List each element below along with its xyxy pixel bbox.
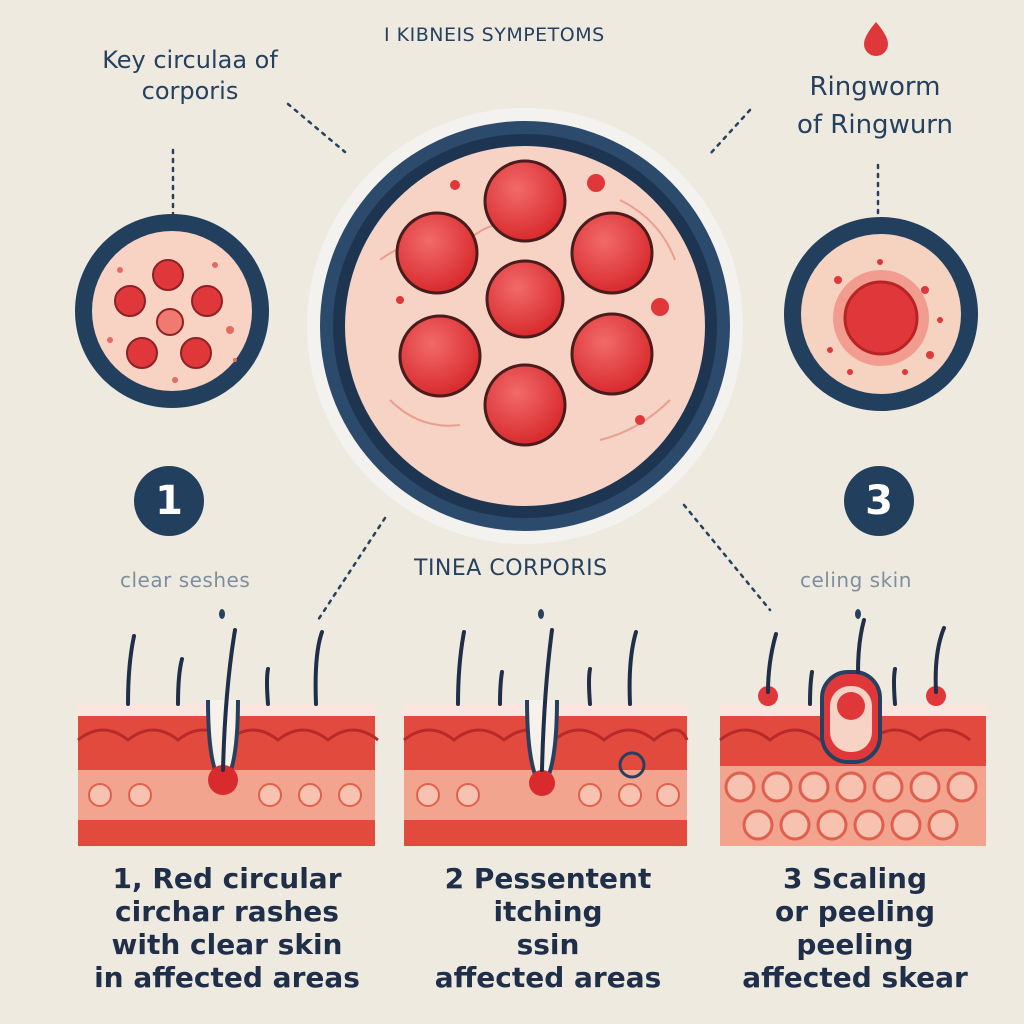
right-caption-line-2: of Ringwurn [796,110,954,140]
caption-line: itching [493,895,603,928]
skin-panel-2 [403,628,689,846]
right-lesion-circle [784,217,978,411]
caption-line: 2 Pessentent [444,862,652,895]
center-lesion-circle [307,108,743,544]
step-badge-1: 1 [134,466,204,536]
left-label: clear seshes [120,568,251,592]
skin-panel-3 [719,618,986,846]
caption-line: 3 Scaling [782,862,928,895]
caption-line: affected areas [434,961,662,994]
right-label: celing skin [800,568,912,592]
caption-line: 1, Red circular [112,862,342,895]
left-lesion-circle [75,214,269,408]
caption-line: affected skear [742,961,968,994]
symptom-caption-3: 3 Scaling or peeling peeling affected sk… [710,862,1000,994]
symptom-caption-2: 2 Pessentent itching ssin affected areas [398,862,698,994]
caption-line: peeling [796,928,914,961]
step-badge-3: 3 [844,466,914,536]
diagram-title: I KIBNEIS SYMPETOMS [384,24,605,46]
symptom-caption-1: 1, Red circular circhar rashes with clea… [72,862,382,994]
connector-lines [171,102,880,622]
caption-line: ssin [516,928,580,961]
caption-line: in affected areas [94,961,360,994]
caption-line: circhar rashes [115,895,339,928]
skin-panel-1 [77,628,379,846]
caption-line: with clear skin [111,928,343,961]
blood-drop-icon [864,22,888,56]
caption-line: or peeling [775,895,935,928]
right-caption-line-1: Ringworm [809,72,941,102]
center-label: TINEA CORPORIS [414,556,608,581]
right-circle-caption: Ringworm of Ringwurn [770,68,980,144]
left-circle-caption: Key circulaa of corporis [102,46,278,105]
